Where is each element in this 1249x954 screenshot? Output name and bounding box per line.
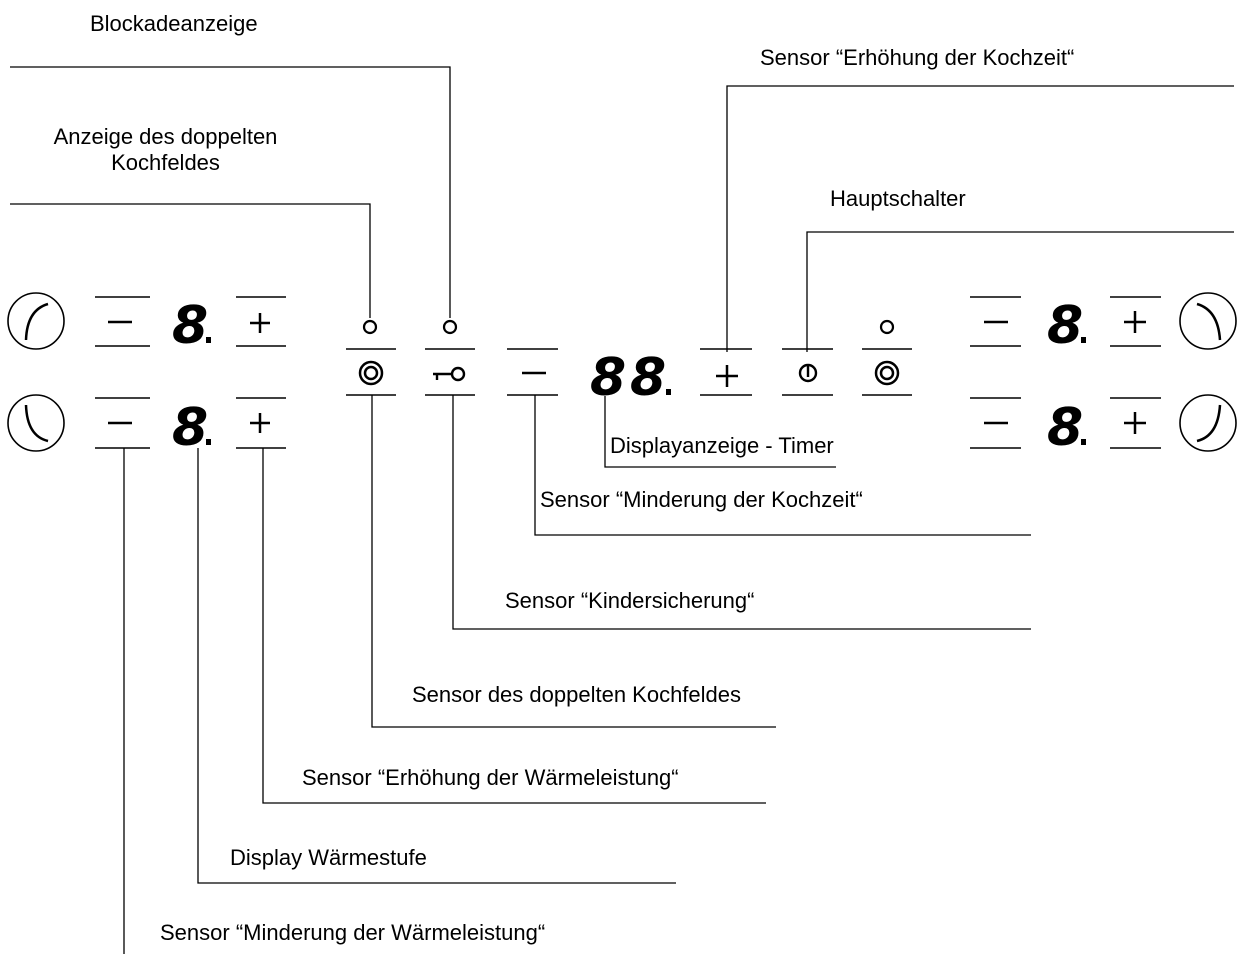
right-zones	[970, 292, 1237, 452]
zone-arc-icon	[1196, 302, 1222, 341]
leader-timer-display	[604, 396, 836, 468]
label-double-zone-sensor: Sensor des doppelten Kochfeldes	[412, 682, 742, 707]
zone-circle-icon[interactable]	[7, 292, 65, 350]
leader-timer-increase	[726, 85, 1234, 352]
label-timer-increase: Sensor “Erhöhung der Kochzeit“	[760, 45, 1075, 70]
label-timer-decrease: Sensor “Minderung der Kochzeit“	[540, 487, 863, 512]
plus-icon[interactable]	[1110, 296, 1161, 347]
indicator-dot-icon	[442, 319, 458, 335]
plus-icon[interactable]	[1110, 397, 1161, 449]
left-zones	[7, 292, 286, 452]
heat-level-digit: 8	[172, 296, 208, 356]
zone-circle-icon[interactable]	[7, 394, 65, 452]
decimal-point	[1081, 439, 1086, 445]
label-timer-display: Displayanzeige - Timer	[610, 433, 834, 458]
zone-arc-icon	[24, 404, 49, 443]
leader-heat-increase	[262, 448, 766, 804]
decimal-point	[206, 439, 211, 445]
digit-displays: 8 8 8 8 8 8	[172, 296, 1086, 458]
label-main-switch: Hauptschalter	[830, 186, 966, 211]
double-zone-icon[interactable]	[358, 360, 384, 386]
leader-double-zone-indicator	[10, 203, 371, 318]
leader-lines	[10, 66, 1234, 954]
label-double-zone-indicator: Anzeige des doppelten Kochfeldes	[53, 124, 278, 175]
center-controls	[346, 319, 912, 396]
decimal-point	[1081, 337, 1086, 343]
plus-icon[interactable]	[236, 397, 286, 449]
decimal-point	[206, 337, 211, 343]
key-lock-icon[interactable]	[433, 366, 466, 382]
label-heat-display: Display Wärmestufe	[230, 845, 427, 870]
plus-icon[interactable]	[700, 348, 752, 396]
minus-icon[interactable]	[95, 296, 150, 347]
leader-child-lock	[452, 395, 1031, 630]
zone-arc-icon	[24, 302, 49, 341]
power-icon[interactable]	[798, 363, 818, 383]
zone-arc-icon	[1196, 404, 1222, 443]
label-heat-decrease: Sensor “Minderung der Wärmeleistung“	[160, 920, 546, 945]
timer-digit: 8	[630, 348, 666, 408]
leader-timer-decrease	[534, 395, 1031, 536]
zone-circle-icon[interactable]	[1179, 292, 1237, 350]
indicator-dot-icon	[879, 319, 895, 335]
heat-level-digit: 8	[1047, 398, 1083, 458]
label-heat-increase: Sensor “Erhöhung der Wärmeleistung“	[302, 765, 679, 790]
minus-icon[interactable]	[970, 296, 1021, 347]
heat-level-digit: 8	[172, 398, 208, 458]
decimal-point	[666, 389, 671, 395]
label-child-lock: Sensor “Kindersicherung“	[505, 588, 755, 613]
timer-digit: 8	[590, 348, 626, 408]
leader-lock-indicator	[10, 66, 451, 318]
zone-circle-icon[interactable]	[1179, 394, 1237, 452]
leader-heat-display	[197, 448, 676, 884]
leader-main-switch	[806, 231, 1234, 352]
minus-icon[interactable]	[507, 348, 558, 396]
minus-icon[interactable]	[95, 397, 150, 449]
label-lock-indicator: Blockadeanzeige	[90, 11, 258, 36]
heat-level-digit: 8	[1047, 296, 1083, 356]
leader-double-zone-sensor	[371, 395, 776, 728]
plus-icon[interactable]	[236, 296, 286, 347]
double-zone-icon[interactable]	[874, 360, 900, 386]
minus-icon[interactable]	[970, 397, 1021, 449]
indicator-dot-icon	[362, 319, 378, 335]
